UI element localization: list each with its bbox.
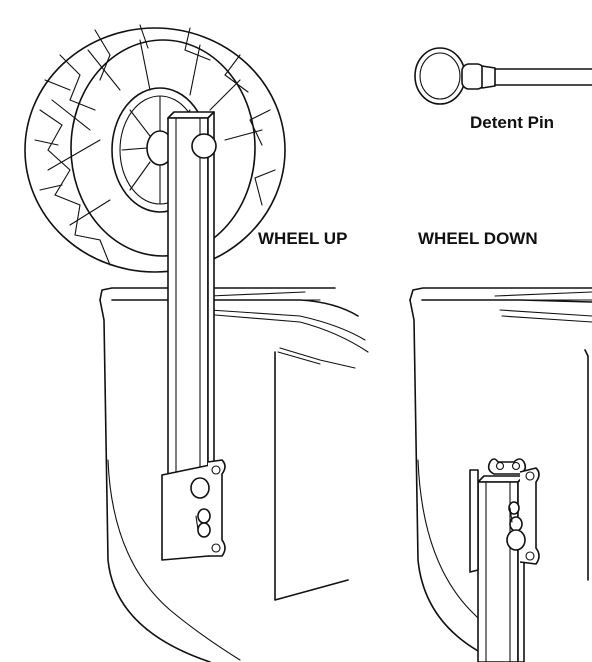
wheel-down-illustration: [409, 287, 592, 662]
detent-pin-illustration: [414, 47, 592, 105]
detent-pin-label: Detent Pin: [470, 113, 554, 132]
wheel-up-label: WHEEL UP: [258, 229, 347, 248]
wheel-down-label: WHEEL DOWN: [418, 229, 538, 248]
wheel-up-illustration: [24, 24, 369, 662]
